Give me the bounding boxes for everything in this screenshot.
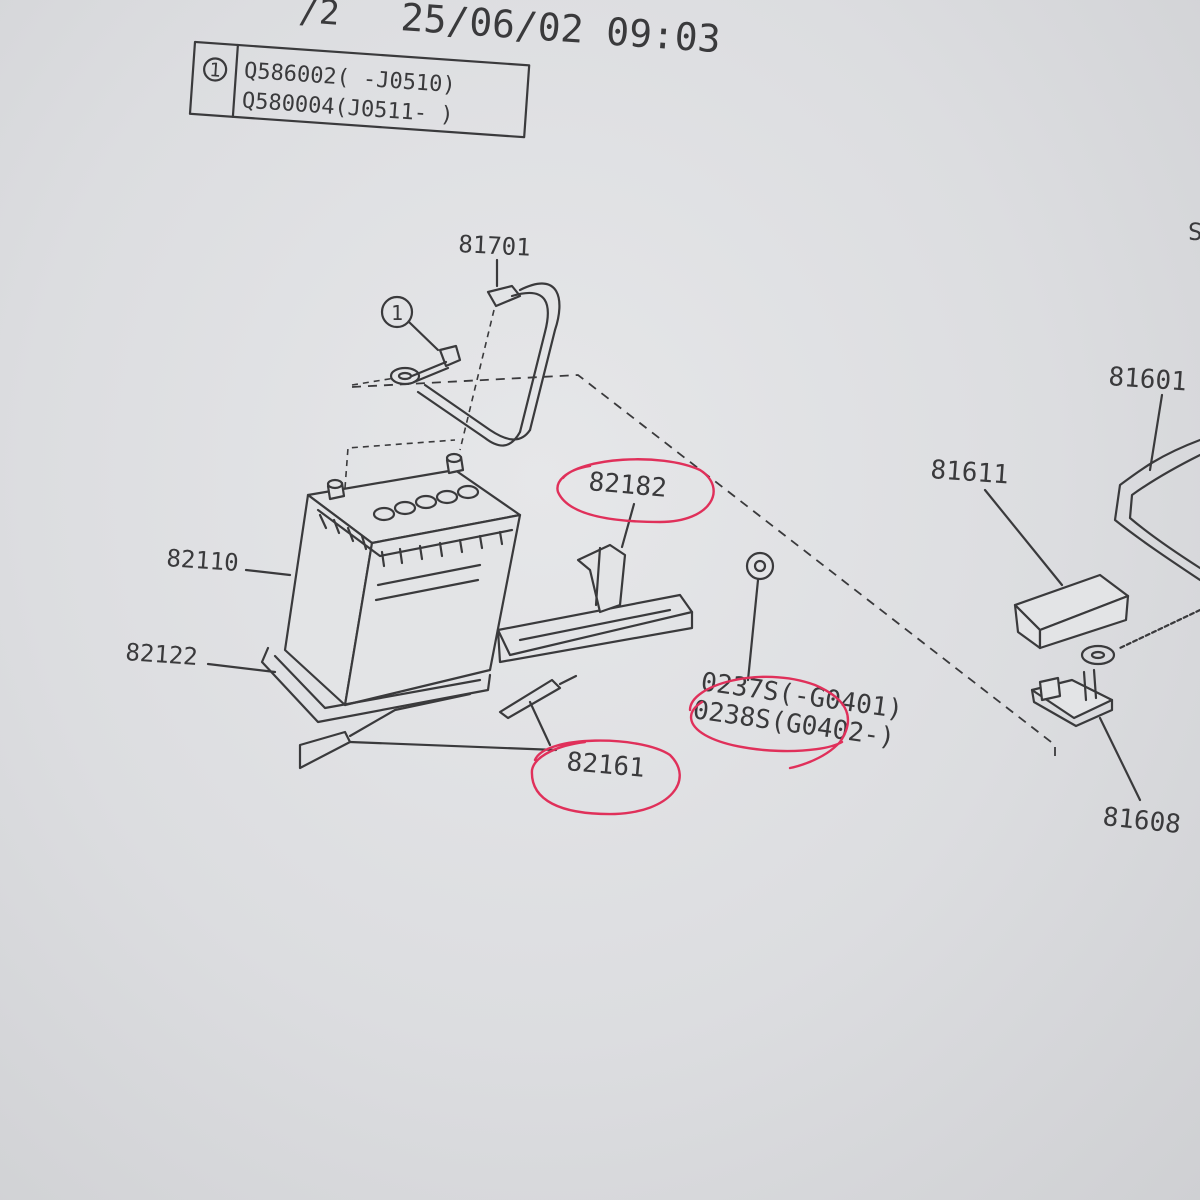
label-82161: 82161: [565, 747, 646, 784]
legend-box: 1 Q586002( -J0510) Q580004(J0511- ): [188, 40, 531, 139]
label-81611: 81611: [930, 455, 1010, 490]
label-82110: 82110: [166, 544, 240, 577]
terminal-81608: [1030, 668, 1114, 728]
hold-down-rod-82161: [498, 674, 578, 720]
cable-81601: [1080, 438, 1200, 666]
label-82122: 82122: [125, 638, 199, 671]
legend-ref-number: 1: [209, 59, 222, 82]
label-82182: 82182: [587, 467, 668, 504]
ref-circle-icon: [203, 57, 228, 82]
red-circle-0238s: [688, 675, 850, 770]
red-circle-82182: [556, 458, 715, 524]
ref-circle-icon: [380, 295, 414, 329]
print-datetime: 25/06/02 09:03: [399, 0, 722, 61]
label-ref-1: 1: [391, 301, 403, 325]
label-81701: 81701: [458, 230, 532, 262]
battery-clamp-82182: [496, 543, 775, 664]
label-81601: 81601: [1108, 362, 1188, 397]
edge-cut-label: S: [1188, 218, 1200, 246]
cable-81701: [389, 282, 561, 447]
label-81608: 81608: [1101, 802, 1182, 840]
page-number-fragment: /2: [297, 0, 341, 34]
battery-82110: [283, 452, 522, 707]
bolt-ref-1: 1: [380, 295, 462, 384]
battery-tray-82122: [260, 646, 492, 770]
red-circle-82161: [530, 739, 681, 816]
terminal-cover-81611: [1013, 573, 1130, 650]
